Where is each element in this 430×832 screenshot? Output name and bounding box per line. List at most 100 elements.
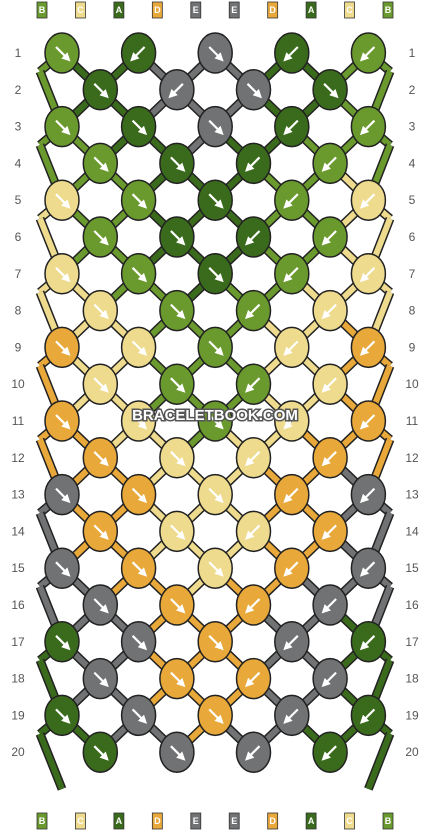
knot-arrow-left-icon (283, 561, 299, 577)
edge-strand (365, 732, 393, 791)
knot-arrow-left-icon (245, 524, 261, 540)
strand-label-top: D (154, 5, 161, 15)
knot-arrow-left-icon (283, 267, 299, 283)
strand-label-top: A (116, 5, 123, 15)
strand-label-bottom-swatch (151, 812, 163, 830)
knot-arrow-left-icon (283, 119, 299, 136)
knot-arrow-left-icon (245, 377, 261, 393)
knot-arrow-right-icon (170, 451, 186, 467)
strand-label-top-swatch (228, 1, 240, 19)
strand-label-bottom: C (346, 816, 353, 826)
strand-label-bottom: B (39, 816, 46, 826)
knot-arrow-right-icon (131, 119, 148, 136)
knot-arrow-right-icon (208, 708, 224, 724)
strand-label-top-swatch (151, 1, 163, 19)
edge-strand (37, 732, 65, 791)
row-number-left: 8 (15, 304, 22, 318)
knot-arrow-right-icon (208, 46, 224, 62)
row-number-left: 11 (12, 414, 25, 428)
row-number-left: 5 (15, 193, 22, 207)
row-number-left: 6 (15, 230, 22, 244)
knot-arrow-left-icon (359, 119, 376, 136)
strand-label-bottom-swatch (36, 812, 48, 830)
knot-arrow-right-icon (55, 708, 71, 724)
strand-label-bottom-swatch (228, 812, 240, 830)
knot-arrow-left-icon (321, 598, 337, 614)
strand-label-top-swatch (113, 1, 125, 19)
knot-arrow-right-icon (131, 561, 148, 577)
knot-arrow-left-icon (321, 156, 337, 172)
row-number-left: 9 (15, 340, 22, 354)
knot-arrow-right-icon (55, 561, 71, 577)
knot-arrow-left-icon (359, 708, 376, 724)
knot-arrow-left-icon (321, 377, 337, 393)
strand-label-top: E (231, 5, 237, 15)
knot-arrow-right-icon (208, 487, 224, 504)
knot-arrow-right-icon (170, 303, 186, 320)
knot-arrow-right-icon (93, 230, 109, 246)
row-number-right: 4 (409, 156, 416, 170)
knot-arrow-right-icon (170, 671, 186, 688)
knot-arrow-left-icon (359, 635, 376, 651)
knot-arrow-right-icon (208, 414, 224, 430)
knot-arrow-left-icon (359, 340, 376, 356)
row-number-right: 12 (405, 451, 419, 465)
knot-arrow-left-icon (359, 561, 376, 577)
row-number-right: 14 (405, 524, 419, 538)
strand-label-top-swatch (267, 1, 279, 19)
row-number-left: 10 (11, 377, 25, 391)
watermark: BRACELETBOOK.COM (132, 407, 298, 424)
knot-arrow-left-icon (359, 46, 376, 62)
row-number-left: 14 (11, 524, 25, 538)
knot-arrow-right-icon (93, 524, 109, 540)
knot-arrow-left-icon (245, 745, 261, 761)
knot-arrow-left-icon (321, 303, 337, 320)
knot-arrow-left-icon (283, 414, 299, 430)
strand-label-top-swatch (75, 1, 86, 19)
knot-arrow-left-icon (245, 598, 261, 614)
knot-arrow-right-icon (131, 487, 148, 504)
row-number-left: 4 (15, 156, 22, 170)
strand-label-bottom: C (77, 816, 84, 826)
knot-arrow-right-icon (208, 635, 224, 651)
knot-arrow-right-icon (131, 267, 148, 283)
strand-label-bottom: A (116, 816, 123, 826)
row-number-right: 10 (405, 377, 419, 391)
knot-arrow-left-icon (245, 451, 261, 467)
row-number-right: 5 (409, 193, 416, 207)
knot-arrow-left-icon (283, 635, 299, 651)
strand-label-bottom-swatch (344, 812, 355, 830)
row-number-left: 15 (11, 561, 25, 575)
knot-arrow-left-icon (321, 524, 337, 540)
knot-arrow-right-icon (246, 83, 262, 99)
row-number-left: 1 (15, 46, 22, 60)
knot-arrow-right-icon (208, 340, 224, 356)
knot-arrow-left-icon (245, 156, 261, 172)
row-number-left: 16 (11, 598, 25, 612)
knot-arrow-right-icon (131, 635, 148, 651)
strand-label-top-swatch (305, 1, 317, 19)
strand-label-top: E (193, 5, 199, 15)
knots-layer (44, 32, 387, 773)
row-number-right: 18 (405, 672, 419, 686)
row-number-right: 2 (409, 83, 416, 97)
strand-label-bottom: B (385, 816, 392, 826)
strand-label-bottom-swatch (75, 812, 86, 830)
row-number-left: 3 (15, 120, 22, 134)
strand-label-top: B (39, 5, 46, 15)
strand-label-bottom: D (269, 816, 276, 826)
knot-arrow-right-icon (208, 119, 224, 136)
strand-label-top: C (77, 5, 84, 15)
knot-arrow-right-icon (93, 451, 109, 467)
knot-arrow-right-icon (208, 193, 224, 209)
knot-arrow-right-icon (55, 340, 71, 356)
strand-label-bottom-swatch (113, 812, 125, 830)
knot-arrow-right-icon (170, 524, 186, 540)
knot-arrow-right-icon (170, 377, 186, 393)
knot-arrow-right-icon (323, 83, 339, 99)
strand-label-bottom: E (193, 816, 199, 826)
knot-arrow-left-icon (321, 745, 337, 761)
knot-arrow-left-icon (283, 487, 299, 504)
row-number-right: 7 (409, 267, 416, 281)
